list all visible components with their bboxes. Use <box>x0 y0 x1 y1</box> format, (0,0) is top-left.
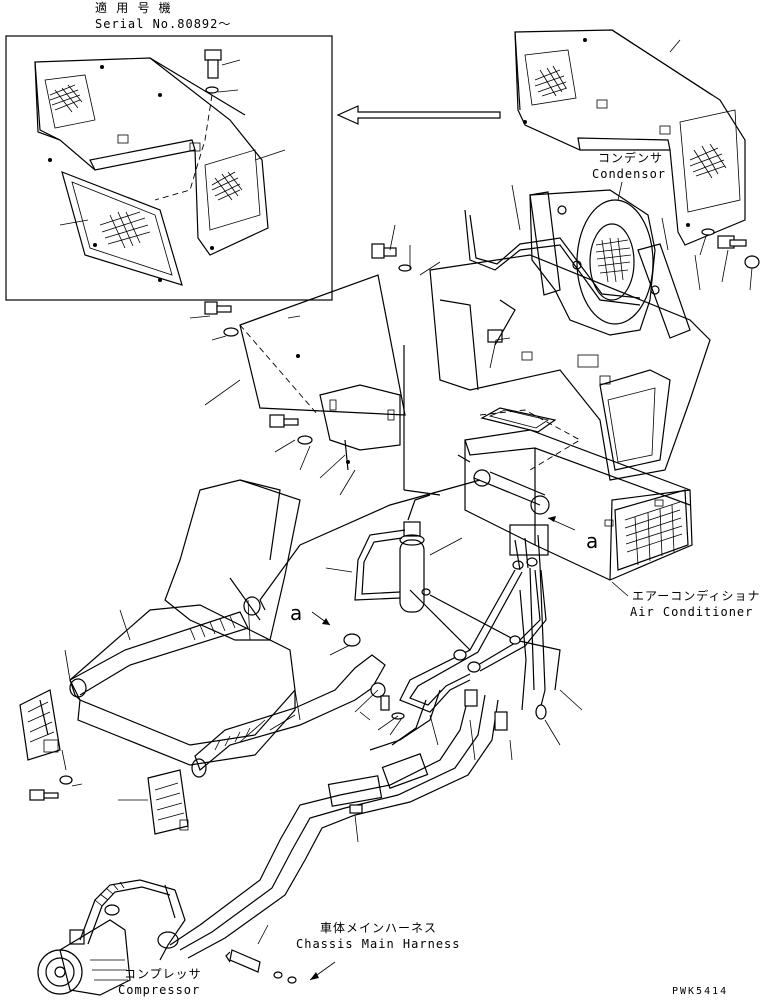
compressor-en-label: Compressor <box>118 983 200 997</box>
ref-a-lower: a <box>290 601 302 625</box>
vent-left <box>19 689 61 761</box>
inset-serial-label: Serial No.80892～ <box>95 17 231 31</box>
compressor <box>37 879 176 996</box>
compressor-jp-label: コンプレッサ <box>124 967 202 981</box>
condenser-bolts-mid <box>371 224 441 276</box>
inset-bolt <box>154 49 222 201</box>
inset-box: 適 用 号 機 Serial No.80892～ <box>5 0 333 301</box>
top-cover <box>514 29 746 246</box>
drawing-number: PWK5414 <box>672 986 728 997</box>
side-panel <box>239 274 441 496</box>
panel-bolts <box>189 301 356 496</box>
vent-bolts <box>29 749 148 801</box>
aircon-jp-label: エアーコンディショナ <box>632 588 760 603</box>
aircon-en-label: Air Conditioner <box>630 605 753 619</box>
inset-cover <box>34 57 269 256</box>
harness-en-label: Chassis Main Harness <box>296 937 461 951</box>
vent-right <box>147 769 189 835</box>
receiver-drier <box>325 494 463 613</box>
harness-jp-label: 車体メインハーネス <box>320 921 437 935</box>
operator-seat <box>69 479 481 778</box>
ac-hoses <box>157 564 561 961</box>
harness-connector <box>225 924 336 984</box>
condenser-bolts-right <box>699 228 760 291</box>
inset-applicable-label: 適 用 号 機 <box>95 0 172 15</box>
air-conditioner-unit <box>457 407 693 581</box>
inset-arrow <box>336 105 501 125</box>
ref-a-upper: a <box>586 529 598 553</box>
condenser-jp-label: コンデンサ <box>598 150 663 165</box>
condenser-en-label: Condensor <box>592 167 666 181</box>
inset-grille-plate <box>61 171 183 286</box>
hose-bolts <box>354 682 405 731</box>
condenser-assembly: コンデンサ Condensor <box>429 150 711 481</box>
